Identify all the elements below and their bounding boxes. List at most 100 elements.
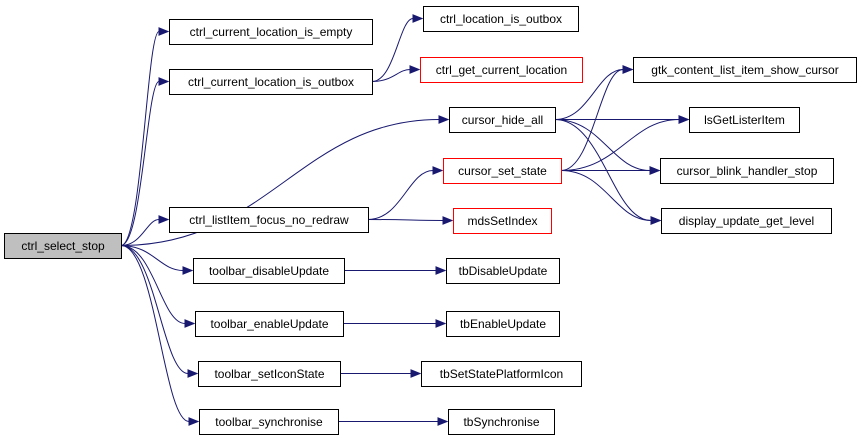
- node-ctrl-list-item-focus-no-redraw[interactable]: ctrl_listItem_focus_no_redraw: [169, 207, 369, 233]
- node-box: [449, 107, 556, 133]
- node-label: ctrl_listItem_focus_no_redraw: [189, 213, 349, 227]
- node-label: tbEnableUpdate: [460, 317, 546, 331]
- edge-ctrl-select-stop-to-toolbar-enable-update: [120, 245, 196, 328]
- edge-cursor-set-state-to-cursor-blink-handler-stop: [560, 166, 661, 175]
- node-label: lsGetListerItem: [704, 113, 785, 127]
- node-label: ctrl_current_location_is_empty: [190, 25, 353, 39]
- node-box: [446, 258, 560, 284]
- arrowhead: [188, 417, 200, 426]
- node-cursor-blink-handler-stop[interactable]: cursor_blink_handler_stop: [660, 158, 834, 184]
- node-box: [660, 158, 834, 184]
- node-label: cursor_hide_all: [462, 113, 543, 127]
- arrowhead: [650, 216, 662, 225]
- node-label: tbSynchronise: [463, 415, 539, 429]
- arrowhead: [442, 216, 454, 225]
- edge-ctrl-select-stop-to-toolbar-synchronise: [120, 245, 200, 426]
- node-tb-set-state-platform-icon[interactable]: tbSetStatePlatformIcon: [421, 361, 582, 387]
- node-box: [193, 258, 345, 284]
- arrowhead: [184, 319, 196, 328]
- edge-line: [120, 245, 184, 271]
- edge-line: [120, 245, 189, 374]
- edge-ctrl-list-item-focus-no-redraw-to-mds-set-index: [367, 216, 454, 225]
- node-cursor-hide-all[interactable]: cursor_hide_all: [449, 107, 556, 133]
- node-ls-get-lister-item[interactable]: lsGetListerItem: [689, 107, 800, 133]
- edge-ctrl-select-stop-to-toolbar-set-icon-state: [120, 245, 199, 378]
- node-box: [169, 19, 373, 45]
- edge-ctrl-select-stop-to-ctrl-current-location-is-empty: [120, 27, 170, 246]
- node-box: [169, 69, 373, 95]
- node-label: mdsSetIndex: [467, 214, 537, 228]
- edge-line: [554, 119, 651, 171]
- arrowhead: [187, 369, 199, 378]
- node-label: toolbar_synchronise: [215, 415, 323, 429]
- node-box: [448, 409, 555, 435]
- edge-toolbar-synchronise-to-tb-synchronise: [338, 417, 449, 426]
- node-box: [446, 311, 560, 337]
- edge-line: [560, 119, 680, 171]
- node-display-update-get-level[interactable]: display_update_get_level: [661, 208, 832, 234]
- arrowhead: [678, 115, 690, 124]
- node-box: [661, 208, 832, 234]
- arrowhead: [622, 65, 634, 74]
- node-toolbar-enable-update[interactable]: toolbar_enableUpdate: [195, 311, 344, 337]
- edge-ctrl-select-stop-to-toolbar-disable-update: [120, 245, 194, 275]
- node-layer: ctrl_select_stop ctrl_current_location_is…: [4, 6, 857, 435]
- edge-line: [560, 170, 652, 221]
- node-label: cursor_set_state: [458, 164, 547, 178]
- edge-toolbar-set-icon-state-to-tb-set-state-platform-icon: [339, 369, 422, 378]
- edge-line: [554, 69, 624, 120]
- edge-line: [120, 119, 440, 246]
- arrowhead: [438, 115, 450, 124]
- node-tb-synchronise[interactable]: tbSynchronise: [448, 409, 555, 435]
- arrowhead: [649, 166, 661, 175]
- node-gtk-content-list-item-show-cursor[interactable]: gtk_content_list_item_show_cursor: [633, 57, 857, 83]
- node-ctrl-get-current-location[interactable]: ctrl_get_current_location: [420, 57, 583, 83]
- arrowhead: [410, 369, 422, 378]
- edge-ctrl-current-location-is-outbox-to-ctrl-get-current-location: [371, 65, 421, 82]
- edge-line: [120, 219, 160, 246]
- node-box: [199, 409, 339, 435]
- edge-toolbar-enable-update-to-tb-enable-update: [343, 319, 447, 328]
- node-box: [633, 57, 857, 83]
- node-tb-disable-update[interactable]: tbDisableUpdate: [446, 258, 560, 284]
- edge-cursor-hide-all-to-ls-get-lister-item: [555, 115, 690, 124]
- node-ctrl-current-location-is-outbox[interactable]: ctrl_current_location_is_outbox: [169, 69, 373, 95]
- node-label: ctrl_select_stop: [21, 239, 105, 253]
- node-ctrl-current-location-is-empty[interactable]: ctrl_current_location_is_empty: [169, 19, 373, 45]
- edge-toolbar-disable-update-to-tb-disable-update: [343, 266, 447, 275]
- arrowhead: [182, 266, 194, 275]
- node-box: [4, 233, 122, 259]
- node-ctrl-select-stop[interactable]: ctrl_select_stop: [4, 233, 122, 259]
- arrowhead: [412, 14, 424, 23]
- arrowhead: [435, 266, 447, 275]
- node-ctrl-location-is-outbox[interactable]: ctrl_location_is_outbox: [423, 6, 579, 32]
- node-box: [421, 361, 582, 387]
- edge-ctrl-list-item-focus-no-redraw-to-cursor-set-state: [367, 166, 444, 220]
- node-box: [195, 311, 344, 337]
- edge-line: [120, 31, 160, 246]
- node-box: [443, 158, 562, 184]
- node-label: toolbar_disableUpdate: [209, 264, 329, 278]
- edge-ctrl-select-stop-to-cursor-hide-all: [120, 115, 450, 246]
- node-label: ctrl_get_current_location: [436, 63, 567, 77]
- edge-cursor-hide-all-to-cursor-blink-handler-stop: [554, 119, 661, 175]
- arrowhead: [158, 27, 170, 36]
- arrowhead: [437, 417, 449, 426]
- node-box: [420, 57, 583, 83]
- node-tb-enable-update[interactable]: tbEnableUpdate: [446, 311, 560, 337]
- node-cursor-set-state[interactable]: cursor_set_state: [443, 158, 562, 184]
- edge-line: [367, 170, 434, 220]
- node-box: [689, 107, 800, 133]
- edge-line: [367, 219, 444, 221]
- edge-ctrl-select-stop-to-ctrl-list-item-focus-no-redraw: [120, 215, 170, 246]
- node-toolbar-set-icon-state[interactable]: toolbar_setIconState: [198, 361, 341, 387]
- node-toolbar-disable-update[interactable]: toolbar_disableUpdate: [193, 258, 345, 284]
- arrowhead: [435, 319, 447, 328]
- edge-cursor-set-state-to-display-update-get-level: [560, 170, 662, 225]
- node-mds-set-index[interactable]: mdsSetIndex: [453, 208, 552, 234]
- edge-cursor-set-state-to-gtk-content-list-item-show-cursor: [560, 65, 634, 171]
- edge-line: [120, 245, 186, 324]
- node-toolbar-synchronise[interactable]: toolbar_synchronise: [199, 409, 339, 435]
- node-label: gtk_content_list_item_show_cursor: [651, 63, 838, 77]
